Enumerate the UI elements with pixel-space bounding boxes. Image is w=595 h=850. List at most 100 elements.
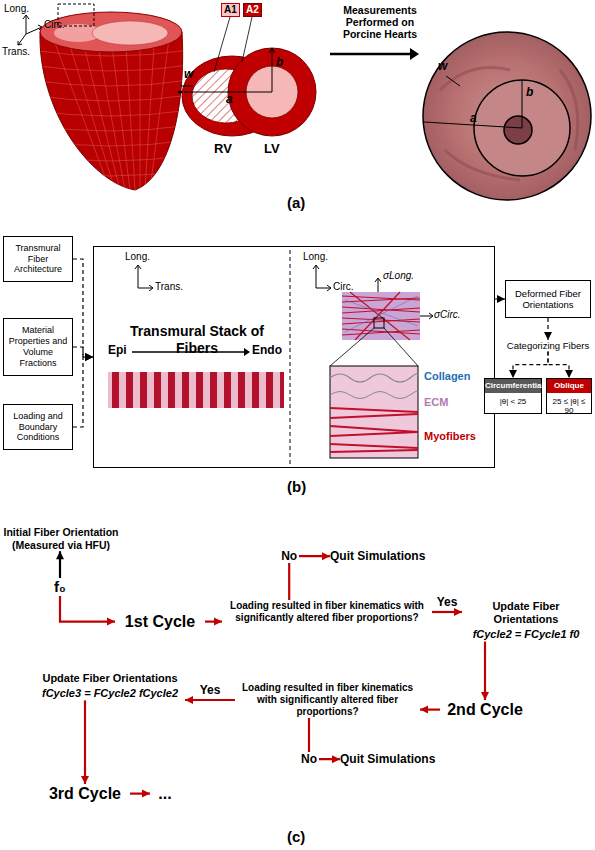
panel-label: (c) <box>287 828 305 845</box>
connector-line <box>60 596 115 622</box>
node-text: Circumferential <box>485 379 541 393</box>
flow-text: Initial Fiber Orientation (Measured via … <box>0 526 122 551</box>
arrow-head <box>85 353 93 361</box>
end-text: Quit Simulations <box>330 549 450 563</box>
axes <box>18 15 42 45</box>
connector-line <box>130 792 150 794</box>
node-text: Update Fiber Orientations <box>35 672 185 685</box>
flow-step: 3rd Cycle <box>40 784 130 803</box>
arrow-head <box>81 776 89 784</box>
node-text: ... <box>150 784 180 803</box>
node-text: 2nd Cycle <box>440 700 530 719</box>
node-text: Loading resulted in fiber kinematics wit… <box>235 682 420 718</box>
arrow-head <box>509 370 517 378</box>
flow-text: f₀ <box>50 578 70 596</box>
connector-line <box>205 620 222 622</box>
porcine-heart-photo <box>423 32 591 200</box>
connector-line <box>73 347 93 357</box>
node-text: |θ| < 25 <box>500 393 527 407</box>
heart-model <box>30 4 190 190</box>
chamber-label: RV <box>214 142 232 157</box>
input-box: Loading and Boundary Conditions <box>3 404 73 450</box>
arrow-head <box>107 618 115 626</box>
connector <box>548 351 573 378</box>
dimension-label: w <box>184 68 193 82</box>
connector <box>130 790 150 798</box>
component-label: Collagen <box>424 370 470 383</box>
node-text: Loading and Boundary Conditions <box>4 411 72 443</box>
dimension-label: a <box>470 112 477 126</box>
axis-label: Long. <box>303 251 328 263</box>
panel-label: (a) <box>287 194 305 211</box>
connector <box>73 353 93 427</box>
node-text: Quit Simulations <box>330 549 450 563</box>
axis-label: Circ. <box>333 281 354 293</box>
flow-arrow <box>330 48 419 60</box>
chamber-label: LV <box>264 142 280 157</box>
node-text: fCycle2 = FCycle1 f0 <box>462 628 590 641</box>
update-text: Update Fiber Orientations fCycle2 = FCycl… <box>462 600 590 642</box>
layer-label: Endo <box>252 344 282 358</box>
connector <box>495 295 505 303</box>
arrow-head <box>332 755 340 763</box>
node-text: 25 ≤ |θ| ≤ 90 <box>547 393 591 416</box>
node-text: Oblique <box>547 379 591 393</box>
connector-line <box>432 611 462 613</box>
output-box: Deformed Fiber Orientations <box>505 280 591 318</box>
decision-text: Loading resulted in fiber kinematics wit… <box>235 682 420 718</box>
flow-step: ... <box>150 784 180 803</box>
node-text: Loading resulted in fiber kinematics wit… <box>222 600 432 624</box>
decision-text: Loading resulted in fiber kinematics wit… <box>222 600 432 624</box>
arrow-head <box>85 353 93 361</box>
arrow-head <box>454 608 462 616</box>
node-text: Update Fiber Orientations <box>462 600 590 626</box>
node-text: Transmural Fiber Architecture <box>4 243 72 275</box>
connector-line <box>548 351 569 378</box>
update-text: Update Fiber OrientationsfCycle3 = FCycl… <box>35 672 185 700</box>
dimension-label: b <box>526 86 533 100</box>
arrow-head <box>56 551 64 559</box>
arrow-head <box>185 696 193 704</box>
connector-line <box>185 699 235 701</box>
arrow-head <box>142 790 150 798</box>
component-label: ECM <box>424 396 448 409</box>
layer-label: Epi <box>108 344 127 358</box>
connector <box>81 700 89 784</box>
connector <box>544 318 552 340</box>
connector-line <box>484 642 486 700</box>
dimension-label: w <box>438 60 447 74</box>
connector <box>73 259 93 361</box>
node-text: Material Properties and Volume Fractions <box>4 325 72 368</box>
axis-label: Long. <box>125 251 150 263</box>
arrow-head <box>85 353 93 361</box>
connector-line <box>59 551 61 578</box>
fiber-network <box>330 278 433 458</box>
arrow-head <box>214 618 222 626</box>
axis-label: Long. <box>4 3 29 15</box>
stress-label: σCirc. <box>434 309 461 321</box>
input-box: Transmural Fiber Architecture <box>3 236 73 282</box>
connector <box>185 696 235 704</box>
panel-label: (b) <box>287 478 306 495</box>
node-text: f₀ <box>50 578 70 596</box>
category-box: Oblique25 ≤ |θ| ≤ 90 <box>546 378 592 414</box>
step-text: Categorizing Fibers <box>500 340 595 351</box>
dimension-label: b <box>276 56 283 70</box>
connector <box>432 608 462 616</box>
connector <box>73 347 93 361</box>
divider <box>290 250 291 466</box>
dimension-label: a <box>226 93 233 107</box>
connector-line <box>547 318 548 340</box>
connector-line <box>84 700 86 784</box>
region-tag: A2 <box>243 3 262 17</box>
connector-line <box>73 357 93 427</box>
arrow-head <box>322 552 330 560</box>
arrow-head <box>497 295 505 303</box>
axis-label: Trans. <box>155 281 183 293</box>
node-text: Deformed Fiber Orientations <box>506 288 590 311</box>
axis-label: Circ. <box>44 19 65 31</box>
ventricle-section <box>181 17 316 136</box>
